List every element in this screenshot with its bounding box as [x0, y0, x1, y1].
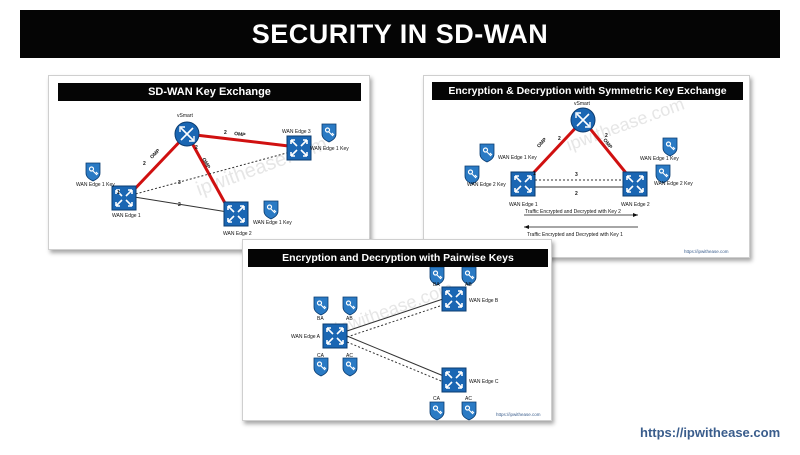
wan-edge-1-icon: [111, 185, 137, 211]
omp-label: OMP: [536, 136, 549, 149]
website-link[interactable]: https://ipwithease.com: [640, 425, 781, 440]
key-icon: [342, 357, 358, 377]
vsmart-icon: [570, 107, 596, 133]
vsmart-icon: [174, 121, 200, 147]
wan-edge-2-icon: [622, 171, 648, 197]
key-label: WAN Edge 1 Key: [76, 182, 115, 188]
node-label: WAN Edge A: [291, 334, 321, 340]
wan-edge-3-icon: [286, 135, 312, 161]
key-label: CA: [433, 396, 441, 402]
node-label: WAN Edge 1: [509, 202, 538, 208]
key-icon: [479, 143, 495, 163]
traffic-arrow-right: [524, 213, 638, 217]
key-label: CA: [317, 353, 325, 359]
traffic-label: Traffic Encrypted and Decrypted with Key…: [527, 232, 623, 238]
omp-label: OMP: [200, 157, 211, 170]
key-icon: [313, 296, 329, 316]
key-icon: [263, 200, 279, 220]
key-label: BA: [317, 316, 324, 322]
pairwise-keys-diagram: ipwithease.com WAN Edge A WAN Edge B WAN…: [291, 266, 541, 421]
key-exchange-panel: ipwithease.com vSmart WAN Edge 1 WAN Edg…: [48, 75, 370, 250]
step-number: 2: [195, 145, 198, 151]
node-label: WAN Edge C: [469, 379, 499, 385]
step-number: 3: [575, 172, 578, 178]
key-icon: [321, 123, 337, 143]
tunnel-a-c: [346, 335, 447, 384]
key-label: WAN Edge 2 Key: [467, 182, 506, 188]
symmetric-key-panel: ipwithease.com vSmart WAN Edge 1 WAN Edg…: [423, 75, 750, 258]
omp-link-vsmart-edge2: [185, 133, 233, 215]
key-label: WAN Edge 1 Key: [253, 220, 292, 226]
node-label: WAN Edge 1: [112, 213, 141, 219]
step-number: 2: [575, 191, 578, 197]
step-number: 1: [117, 190, 120, 196]
wan-edge-b-icon: [441, 286, 467, 312]
wan-edge-c-icon: [441, 367, 467, 393]
page-title: SECURITY IN SD-WAN: [20, 10, 780, 58]
omp-label: OMP: [149, 148, 162, 161]
key-label: AC: [346, 353, 353, 359]
step-number: 2: [224, 130, 227, 136]
pairwise-keys-panel: ipwithease.com WAN Edge A WAN Edge B WAN…: [242, 239, 552, 421]
key-icon: [662, 137, 678, 157]
wan-edge-a-icon: [322, 323, 348, 349]
key-icon: [429, 401, 445, 421]
step-number: 2: [178, 202, 181, 208]
tunnel-edge1-edge2: [127, 195, 235, 214]
traffic-label: Traffic Encrypted and Decrypted with Key…: [525, 209, 621, 215]
key-icon: [342, 296, 358, 316]
key-label: AC: [465, 396, 472, 402]
node-label: vSmart: [574, 101, 590, 107]
panel-heading: Encryption and Decryption with Pairwise …: [248, 249, 548, 267]
panel-heading: Encryption & Decryption with Symmetric K…: [432, 82, 743, 100]
node-label: WAN Edge 3: [282, 129, 311, 135]
step-number: 3: [178, 180, 181, 186]
key-icon: [313, 357, 329, 377]
omp-label: OMP: [234, 131, 247, 138]
key-label: BA: [433, 282, 440, 288]
omp-link-edge1-vsmart: [126, 132, 189, 198]
key-exchange-diagram: ipwithease.com vSmart WAN Edge 1 WAN Edg…: [76, 113, 349, 237]
key-icon: [85, 162, 101, 182]
panel-heading: SD-WAN Key Exchange: [58, 83, 361, 101]
tunnel-edge1-edge3: [127, 150, 295, 197]
key-label: WAN Edge 1 Key: [640, 156, 679, 162]
node-label: WAN Edge B: [469, 298, 499, 304]
node-label: vSmart: [177, 113, 193, 119]
key-label: AB: [346, 316, 353, 322]
step-number: 1: [533, 171, 536, 177]
symmetric-key-diagram: ipwithease.com vSmart WAN Edge 1 WAN Edg…: [464, 94, 729, 254]
node-label: WAN Edge 2: [223, 231, 252, 237]
panel-site-link: https://ipwithease.com: [496, 412, 541, 417]
node-label: WAN Edge 2: [621, 202, 650, 208]
key-label: AB: [465, 282, 472, 288]
traffic-arrow-left: [524, 225, 638, 229]
key-label: WAN Edge 2 Key: [654, 181, 693, 187]
step-number: 2: [558, 136, 561, 142]
tunnel-a-b: [346, 297, 447, 338]
key-label: WAN Edge 1 Key: [310, 146, 349, 152]
panel-site-link: https://ipwithease.com: [684, 249, 729, 254]
step-number: 2: [605, 133, 608, 139]
key-label: WAN Edge 1 Key: [498, 155, 537, 161]
wan-edge-1-icon: [510, 171, 536, 197]
wan-edge-2-icon: [223, 201, 249, 227]
step-number: 2: [143, 161, 146, 167]
key-icon: [461, 401, 477, 421]
omp-link-vsmart-edge3: [186, 132, 298, 149]
